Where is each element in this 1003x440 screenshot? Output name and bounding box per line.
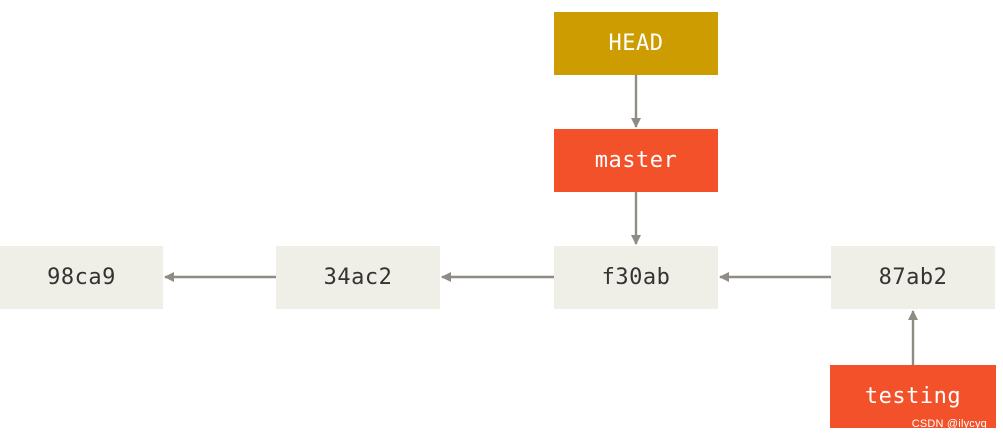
head-label: HEAD — [608, 31, 664, 56]
branch-testing: testing — [830, 365, 996, 428]
branch-master: master — [554, 129, 718, 192]
commit-34ac2: 34ac2 — [276, 246, 440, 309]
watermark: CSDN @ilycyq — [911, 418, 987, 430]
commit-87ab2: 87ab2 — [831, 246, 995, 309]
master-label: master — [594, 148, 678, 173]
head-pointer: HEAD — [554, 12, 718, 75]
commit-label: 98ca9 — [47, 265, 116, 290]
commit-f30ab: f30ab — [554, 246, 718, 309]
commit-label: f30ab — [601, 265, 671, 290]
commit-label: 87ab2 — [878, 265, 948, 290]
commit-98ca9: 98ca9 — [0, 246, 163, 309]
testing-label: testing — [864, 384, 962, 409]
commit-label: 34ac2 — [323, 265, 393, 290]
